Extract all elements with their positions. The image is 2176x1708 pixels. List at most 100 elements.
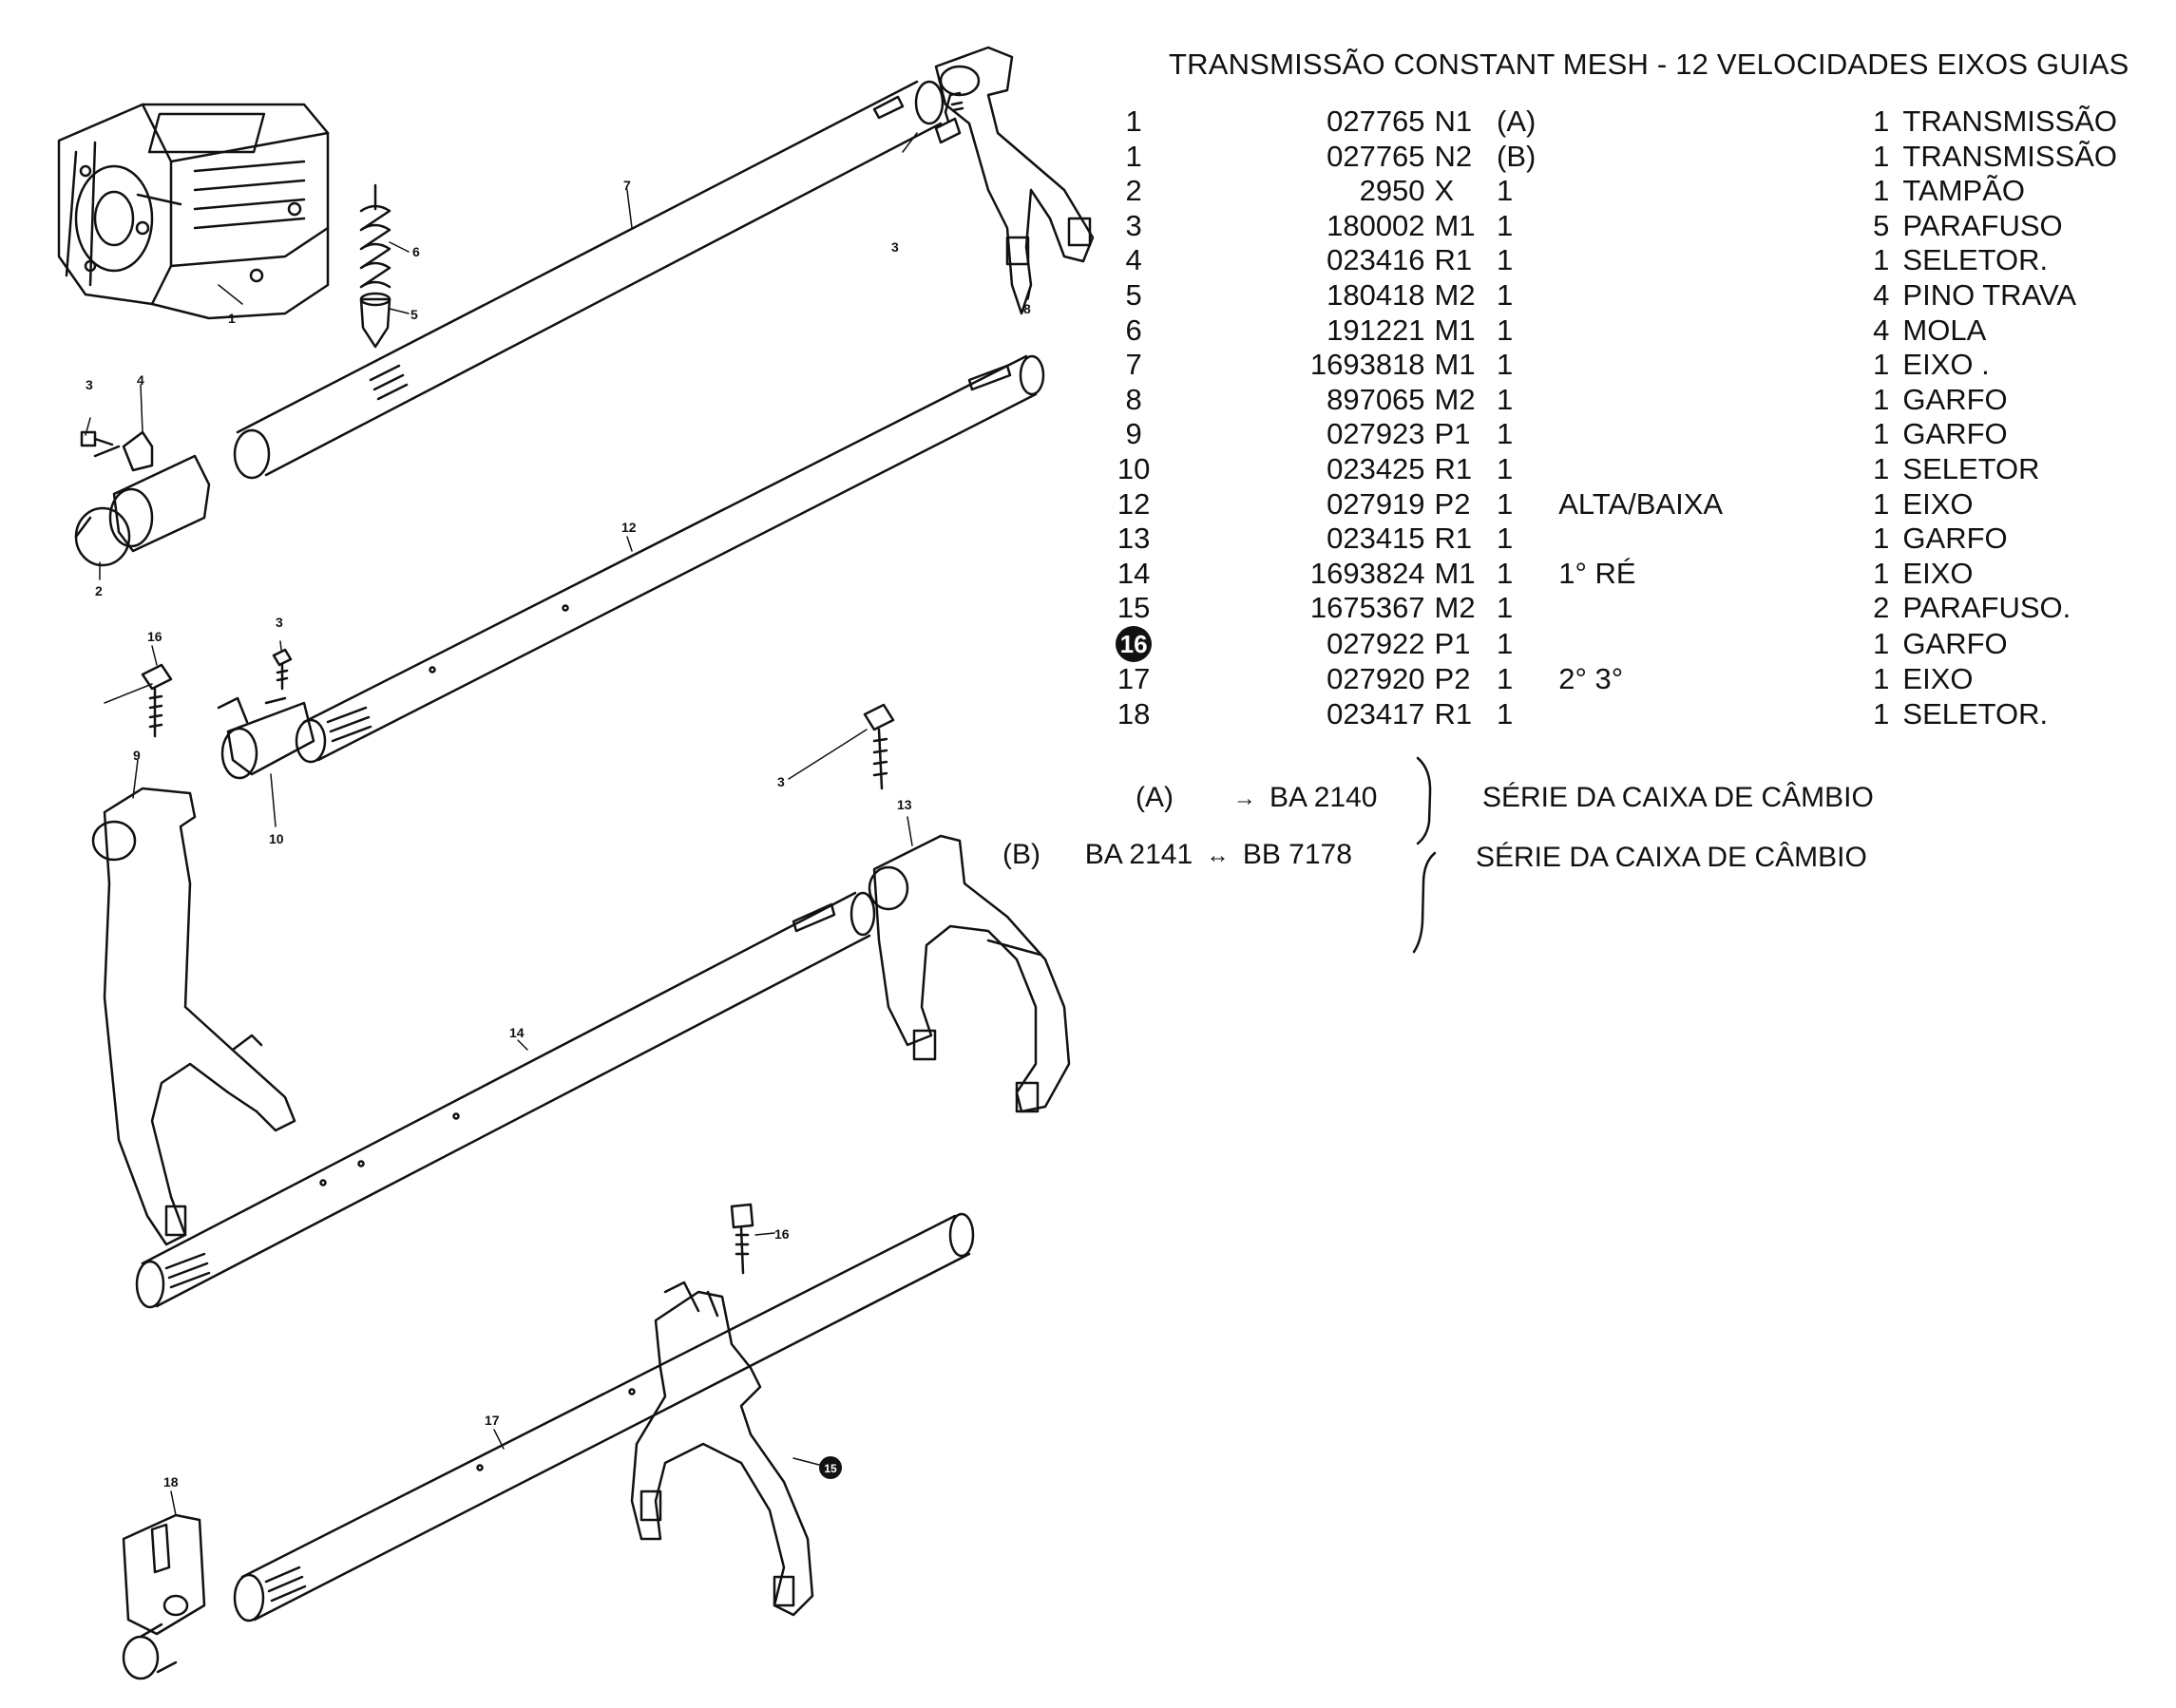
callout-3-mid: 3 [276,615,283,630]
part-suffix: M1 [1434,556,1476,590]
shaft-12 [295,354,1045,764]
part-note [1558,522,1855,557]
part-item-number: 10 [1117,451,1151,485]
callout-3-left: 3 [86,377,93,392]
part-note [1558,452,1855,487]
part-qty-per: 1 [1497,451,1514,485]
part-suffix: M2 [1434,382,1476,416]
part-note [1558,243,1855,278]
serial-b-text: SÉRIE DA CAIXA DE CÂMBIO [1476,842,1867,873]
part-item-number: 6 [1125,313,1142,347]
part-item-number: 12 [1117,486,1151,521]
part-description: GARFO [1902,522,2008,556]
part-qty-total: 1 [1873,486,1890,521]
part-description: PINO TRAVA [1902,277,2077,312]
part-number: 1693818 [1309,348,1425,382]
shaft-7 [233,80,945,480]
part-note [1558,313,1855,349]
transmission-housing [57,103,330,320]
part-suffix: X [1434,174,1455,208]
part-suffix: M1 [1434,208,1476,242]
callout-6: 6 [412,244,420,259]
screw-3-mid [272,648,293,691]
part-suffix: M1 [1434,348,1476,382]
part-item-number: 9 [1125,417,1142,451]
part-number: 023416 [1327,243,1425,277]
screw-15-left [141,663,173,738]
shaft-14 [135,891,876,1309]
part-qty-total: 1 [1873,104,1890,138]
selector-4 [93,430,211,553]
part-number: 027923 [1327,417,1425,451]
serial-b-arrow: ↔ [1206,843,1230,869]
part-qty-total: 1 [1873,696,1890,731]
part-qty-per: 1 [1497,591,1514,625]
part-qty-total: 4 [1873,277,1890,312]
part-description: TAMPÃO [1902,174,2026,208]
part-qty-per: (A) [1497,104,1537,138]
screw-3-top [934,91,964,144]
part-qty-per: 1 [1497,556,1514,590]
part-description: GARFO [1902,626,2008,660]
part-description: TRANSMISSÃO [1902,139,2118,173]
callout-9: 9 [133,748,141,763]
callout-16: 15 [824,1462,837,1475]
part-item-number: 8 [1125,382,1142,416]
part-number: 027765 [1327,104,1425,138]
part-qty-per: 1 [1497,417,1514,451]
item-16-badge: 16 [1116,625,1153,662]
plug-2 [74,506,131,567]
part-item-number: 4 [1125,243,1142,277]
part-qty-total: 1 [1873,451,1890,485]
serial-a-to: BA 2140 [1269,782,1378,813]
part-qty-per: (B) [1497,139,1537,173]
callout-4: 4 [137,372,144,388]
serial-row-b: (B) BA 2141 ↔ BB 7178 [1002,839,1352,871]
shaft-17 [233,1212,975,1623]
part-description: EIXO [1902,556,1974,590]
part-item-number: 1 [1125,104,1142,138]
part-item-number: 2 [1125,174,1142,208]
part-qty-per: 1 [1497,277,1514,312]
part-number: 027765 [1327,139,1425,173]
part-qty-total: 1 [1873,348,1890,382]
callout-16-badge: 15 [819,1456,842,1479]
part-number: 180418 [1327,277,1425,312]
part-number: 2950 [1359,174,1425,208]
fork-16 [630,1281,814,1617]
part-qty-per: 1 [1497,661,1514,695]
part-description: PARAFUSO. [1902,591,2071,625]
callout-10: 10 [269,831,284,846]
part-description: GARFO [1902,417,2008,451]
part-number: 1675367 [1309,591,1425,625]
part-note [1558,383,1855,418]
serial-b-label: (B) [1002,839,1040,870]
screw-3-right [863,703,895,790]
part-qty-per: 1 [1497,696,1514,731]
serial-a-arrow: → [1232,786,1256,812]
part-description: SELETOR. [1902,243,2049,277]
page-title: TRANSMISSÃO CONSTANT MESH - 12 VELOCIDAD… [1169,47,2129,81]
part-qty-per: 1 [1497,486,1514,521]
part-description: PARAFUSO [1902,208,2063,242]
part-item-number: 17 [1117,661,1151,695]
part-item-number: 18 [1117,696,1151,731]
part-number: 023415 [1327,522,1425,556]
callout-15-left: 16 [147,629,162,644]
part-note [1558,278,1855,313]
part-qty-per: 1 [1497,382,1514,416]
part-suffix: P2 [1434,486,1471,521]
callout-2: 2 [95,583,103,598]
part-suffix: N2 [1434,139,1473,173]
serial-row-a: (A) → BA 2140 [1136,782,1377,814]
part-qty-per: 1 [1497,208,1514,242]
part-number: 023425 [1327,451,1425,485]
